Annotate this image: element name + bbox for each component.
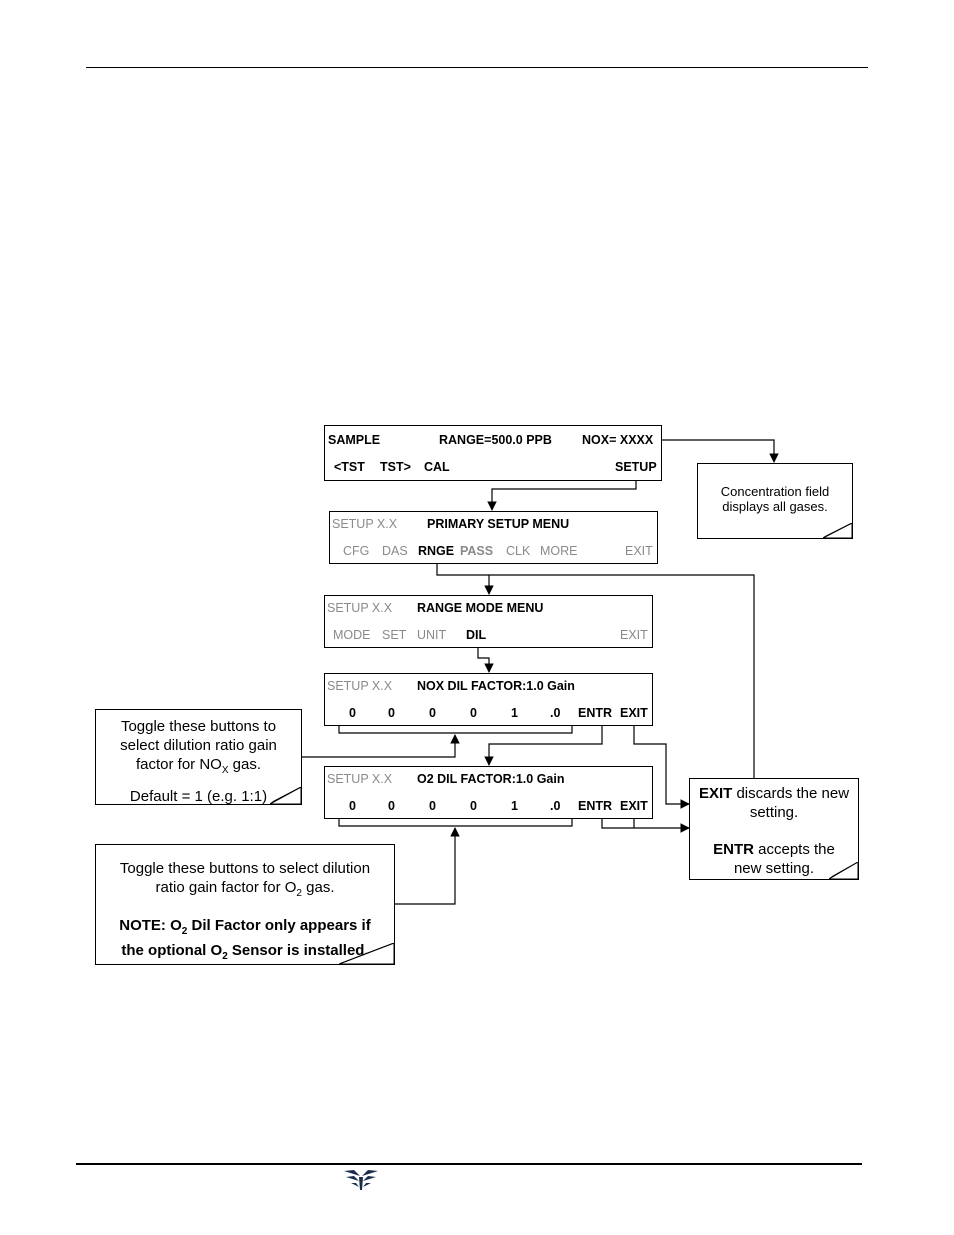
- range-readout: RANGE=500.0 PPB: [439, 433, 552, 447]
- page-fold-icon: [270, 787, 302, 805]
- nox-concentration: NOX= XXXX: [582, 433, 654, 447]
- o2-note-line2: ratio gain factor for O2 gas.: [155, 879, 335, 899]
- o2-note-warning: NOTE: O2 Dil Factor only appears if: [119, 917, 371, 937]
- nox-note-line2: select dilution ratio gain: [120, 737, 277, 754]
- exit-note-line1: EXIT discards the new: [698, 785, 850, 802]
- digit-button[interactable]: 1: [511, 706, 518, 720]
- unit-button[interactable]: UNIT: [417, 628, 447, 642]
- o2-note-line1: Toggle these buttons to select dilution: [119, 860, 371, 877]
- range-mode-display: SETUP X.X RANGE MODE MENU MODE SET UNIT …: [324, 595, 653, 648]
- sample-mode-label: SAMPLE: [328, 433, 381, 447]
- nox-note-line1: Toggle these buttons to: [120, 718, 277, 735]
- decimal-button[interactable]: .0: [550, 799, 561, 813]
- exit-button[interactable]: EXIT: [620, 706, 648, 720]
- digit-button[interactable]: 0: [470, 706, 477, 720]
- o2-note-warning-2: the optional O2 Sensor is installed.: [121, 942, 369, 962]
- nox-toggle-note: Toggle these buttons to select dilution …: [95, 709, 302, 805]
- primary-setup-title: PRIMARY SETUP MENU: [427, 517, 570, 531]
- page-fold-icon: [339, 943, 395, 965]
- rnge-button[interactable]: RNGE: [418, 544, 455, 558]
- range-mode-title: RANGE MODE MENU: [417, 601, 544, 615]
- setup-mode-label: SETUP X.X: [327, 601, 393, 615]
- digit-button[interactable]: 0: [349, 799, 356, 813]
- setup-mode-label: SETUP X.X: [327, 679, 393, 693]
- primary-setup-display: SETUP X.X PRIMARY SETUP MENU CFG DAS RNG…: [329, 511, 658, 564]
- digit-button[interactable]: 0: [349, 706, 356, 720]
- decimal-button[interactable]: .0: [550, 706, 561, 720]
- more-button[interactable]: MORE: [540, 544, 578, 558]
- digit-button[interactable]: 0: [470, 799, 477, 813]
- exit-button[interactable]: EXIT: [620, 799, 648, 813]
- tst-next-button[interactable]: TST>: [380, 460, 411, 474]
- o2-toggle-note: Toggle these buttons to select dilution …: [95, 844, 395, 965]
- sample-display: SAMPLE RANGE=500.0 PPB NOX= XXXX <TST TS…: [324, 425, 662, 481]
- setup-button[interactable]: SETUP: [615, 460, 657, 474]
- exit-button[interactable]: EXIT: [620, 628, 648, 642]
- concentration-note: Concentration field displays all gases.: [697, 463, 853, 539]
- dil-button[interactable]: DIL: [466, 628, 487, 642]
- entr-note-line2: new setting.: [733, 860, 815, 877]
- nox-note-line3: factor for NOX gas.: [135, 756, 262, 776]
- o2-dil-title: O2 DIL FACTOR:1.0 Gain: [417, 772, 565, 786]
- concentration-note-text: Concentration field displays all gases.: [720, 484, 830, 514]
- pass-button[interactable]: PASS: [460, 544, 494, 558]
- set-button[interactable]: SET: [382, 628, 407, 642]
- digit-button[interactable]: 0: [429, 706, 436, 720]
- header-rule: [86, 67, 868, 68]
- o2-dil-display: SETUP X.X O2 DIL FACTOR:1.0 Gain 0 0 0 0…: [324, 766, 653, 819]
- entr-button[interactable]: ENTR: [578, 799, 613, 813]
- company-logo-icon: [344, 1170, 378, 1190]
- setup-mode-label: SETUP X.X: [327, 772, 393, 786]
- page-fold-icon: [823, 523, 853, 539]
- digit-button[interactable]: 0: [429, 799, 436, 813]
- page-fold-icon: [829, 862, 859, 880]
- exit-entr-note: EXIT discards the new setting. ENTR acce…: [689, 778, 859, 880]
- cfg-button[interactable]: CFG: [343, 544, 370, 558]
- nox-dil-title: NOX DIL FACTOR:1.0 Gain: [417, 679, 575, 693]
- cal-button[interactable]: CAL: [424, 460, 450, 474]
- exit-button[interactable]: EXIT: [625, 544, 653, 558]
- digit-button[interactable]: 0: [388, 706, 395, 720]
- digit-button[interactable]: 1: [511, 799, 518, 813]
- footer-rule: [76, 1163, 862, 1165]
- digit-button[interactable]: 0: [388, 799, 395, 813]
- nox-note-default: Default = 1 (e.g. 1:1): [129, 788, 268, 805]
- das-button[interactable]: DAS: [382, 544, 408, 558]
- exit-note-line2: setting.: [749, 804, 799, 821]
- tst-prev-button[interactable]: <TST: [334, 460, 365, 474]
- clk-button[interactable]: CLK: [506, 544, 531, 558]
- setup-mode-label: SETUP X.X: [332, 517, 398, 531]
- nox-dil-display: SETUP X.X NOX DIL FACTOR:1.0 Gain 0 0 0 …: [324, 673, 653, 726]
- entr-button[interactable]: ENTR: [578, 706, 613, 720]
- mode-button[interactable]: MODE: [333, 628, 371, 642]
- entr-note-line1: ENTR accepts the: [713, 841, 835, 858]
